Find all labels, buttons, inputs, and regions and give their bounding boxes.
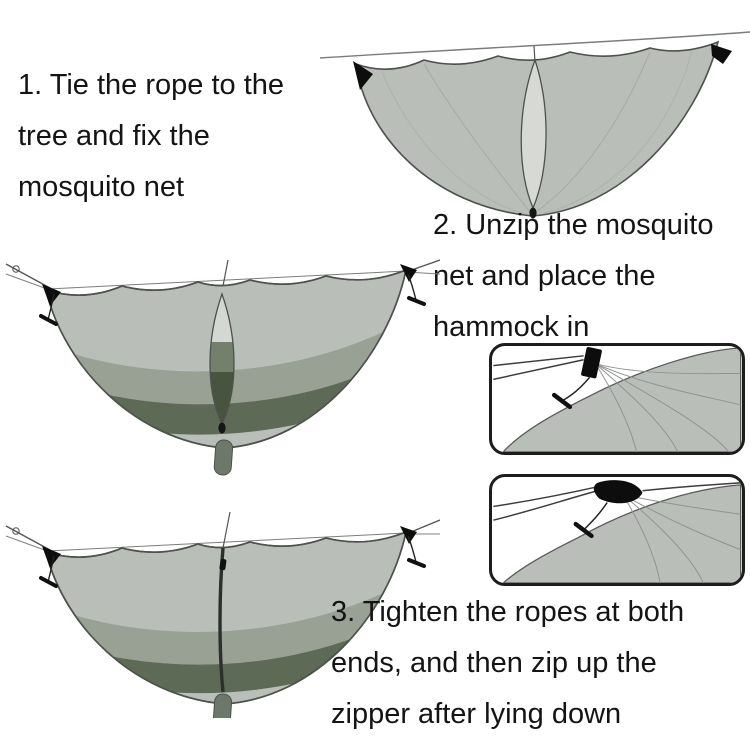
zipper-pull bbox=[219, 558, 227, 571]
toggle-cord bbox=[561, 376, 591, 402]
drip-tail bbox=[212, 693, 233, 718]
zipper-pull bbox=[529, 207, 537, 219]
toggle-cord bbox=[583, 502, 608, 531]
drip-tail bbox=[213, 439, 234, 476]
net-surface bbox=[502, 484, 742, 583]
net-outline bbox=[44, 530, 408, 705]
strap-clamp bbox=[581, 347, 602, 379]
ropes bbox=[493, 482, 741, 521]
net-fan-lines bbox=[594, 363, 741, 452]
net-surface bbox=[502, 347, 742, 452]
step2-line3: hammock in bbox=[433, 311, 590, 343]
right-strap bbox=[400, 264, 417, 282]
step2-text: 2. Unzip the mosquito net and place the … bbox=[433, 200, 713, 353]
step3-line2: ends, and then zip up the bbox=[331, 647, 657, 679]
figure-net-unzipped-svg bbox=[320, 31, 750, 219]
figure-hammock-in-net bbox=[4, 244, 440, 478]
detail-inset-upper bbox=[489, 343, 745, 455]
step2-line1: 2. Unzip the mosquito bbox=[433, 209, 714, 241]
right-strap bbox=[711, 44, 732, 64]
net-fold-lines bbox=[381, 49, 693, 215]
left-strap bbox=[353, 61, 373, 90]
step3-line3: zipper after lying down bbox=[331, 698, 622, 730]
step3-text: 3. Tighten the ropes at both ends, and t… bbox=[331, 587, 684, 740]
left-strap bbox=[42, 284, 61, 306]
cord-toggles bbox=[39, 535, 426, 588]
step1-text: 1. Tie the rope to the tree and fix the … bbox=[18, 60, 284, 213]
cord-toggles bbox=[39, 273, 426, 326]
ropes bbox=[493, 355, 584, 381]
figure-net-zipped-svg bbox=[5, 511, 440, 718]
figure-hammock-in-net-svg bbox=[5, 259, 440, 476]
rope-knot bbox=[593, 480, 643, 504]
net-outline bbox=[44, 268, 408, 449]
figure-net-zipped bbox=[4, 502, 440, 718]
right-strap bbox=[400, 526, 417, 544]
zipper-pull bbox=[218, 422, 226, 434]
suspension-ropes bbox=[5, 259, 440, 291]
step2-line2: net and place the bbox=[433, 260, 656, 292]
cord-toggle bbox=[573, 521, 594, 539]
step1-line3: mosquito net bbox=[18, 171, 185, 203]
cord-toggle bbox=[551, 392, 573, 410]
step1-line1: 1. Tie the rope to the bbox=[18, 69, 285, 101]
detail-inset-lower bbox=[489, 474, 745, 586]
figure-net-unzipped bbox=[320, 24, 750, 239]
detail-inset-upper-svg bbox=[493, 347, 742, 452]
left-strap bbox=[42, 546, 61, 568]
step3-line1: 3. Tighten the ropes at both bbox=[331, 596, 685, 628]
ridge-rope bbox=[320, 31, 750, 59]
detail-inset-lower-svg bbox=[493, 480, 742, 583]
step1-line2: tree and fix the bbox=[18, 120, 210, 152]
